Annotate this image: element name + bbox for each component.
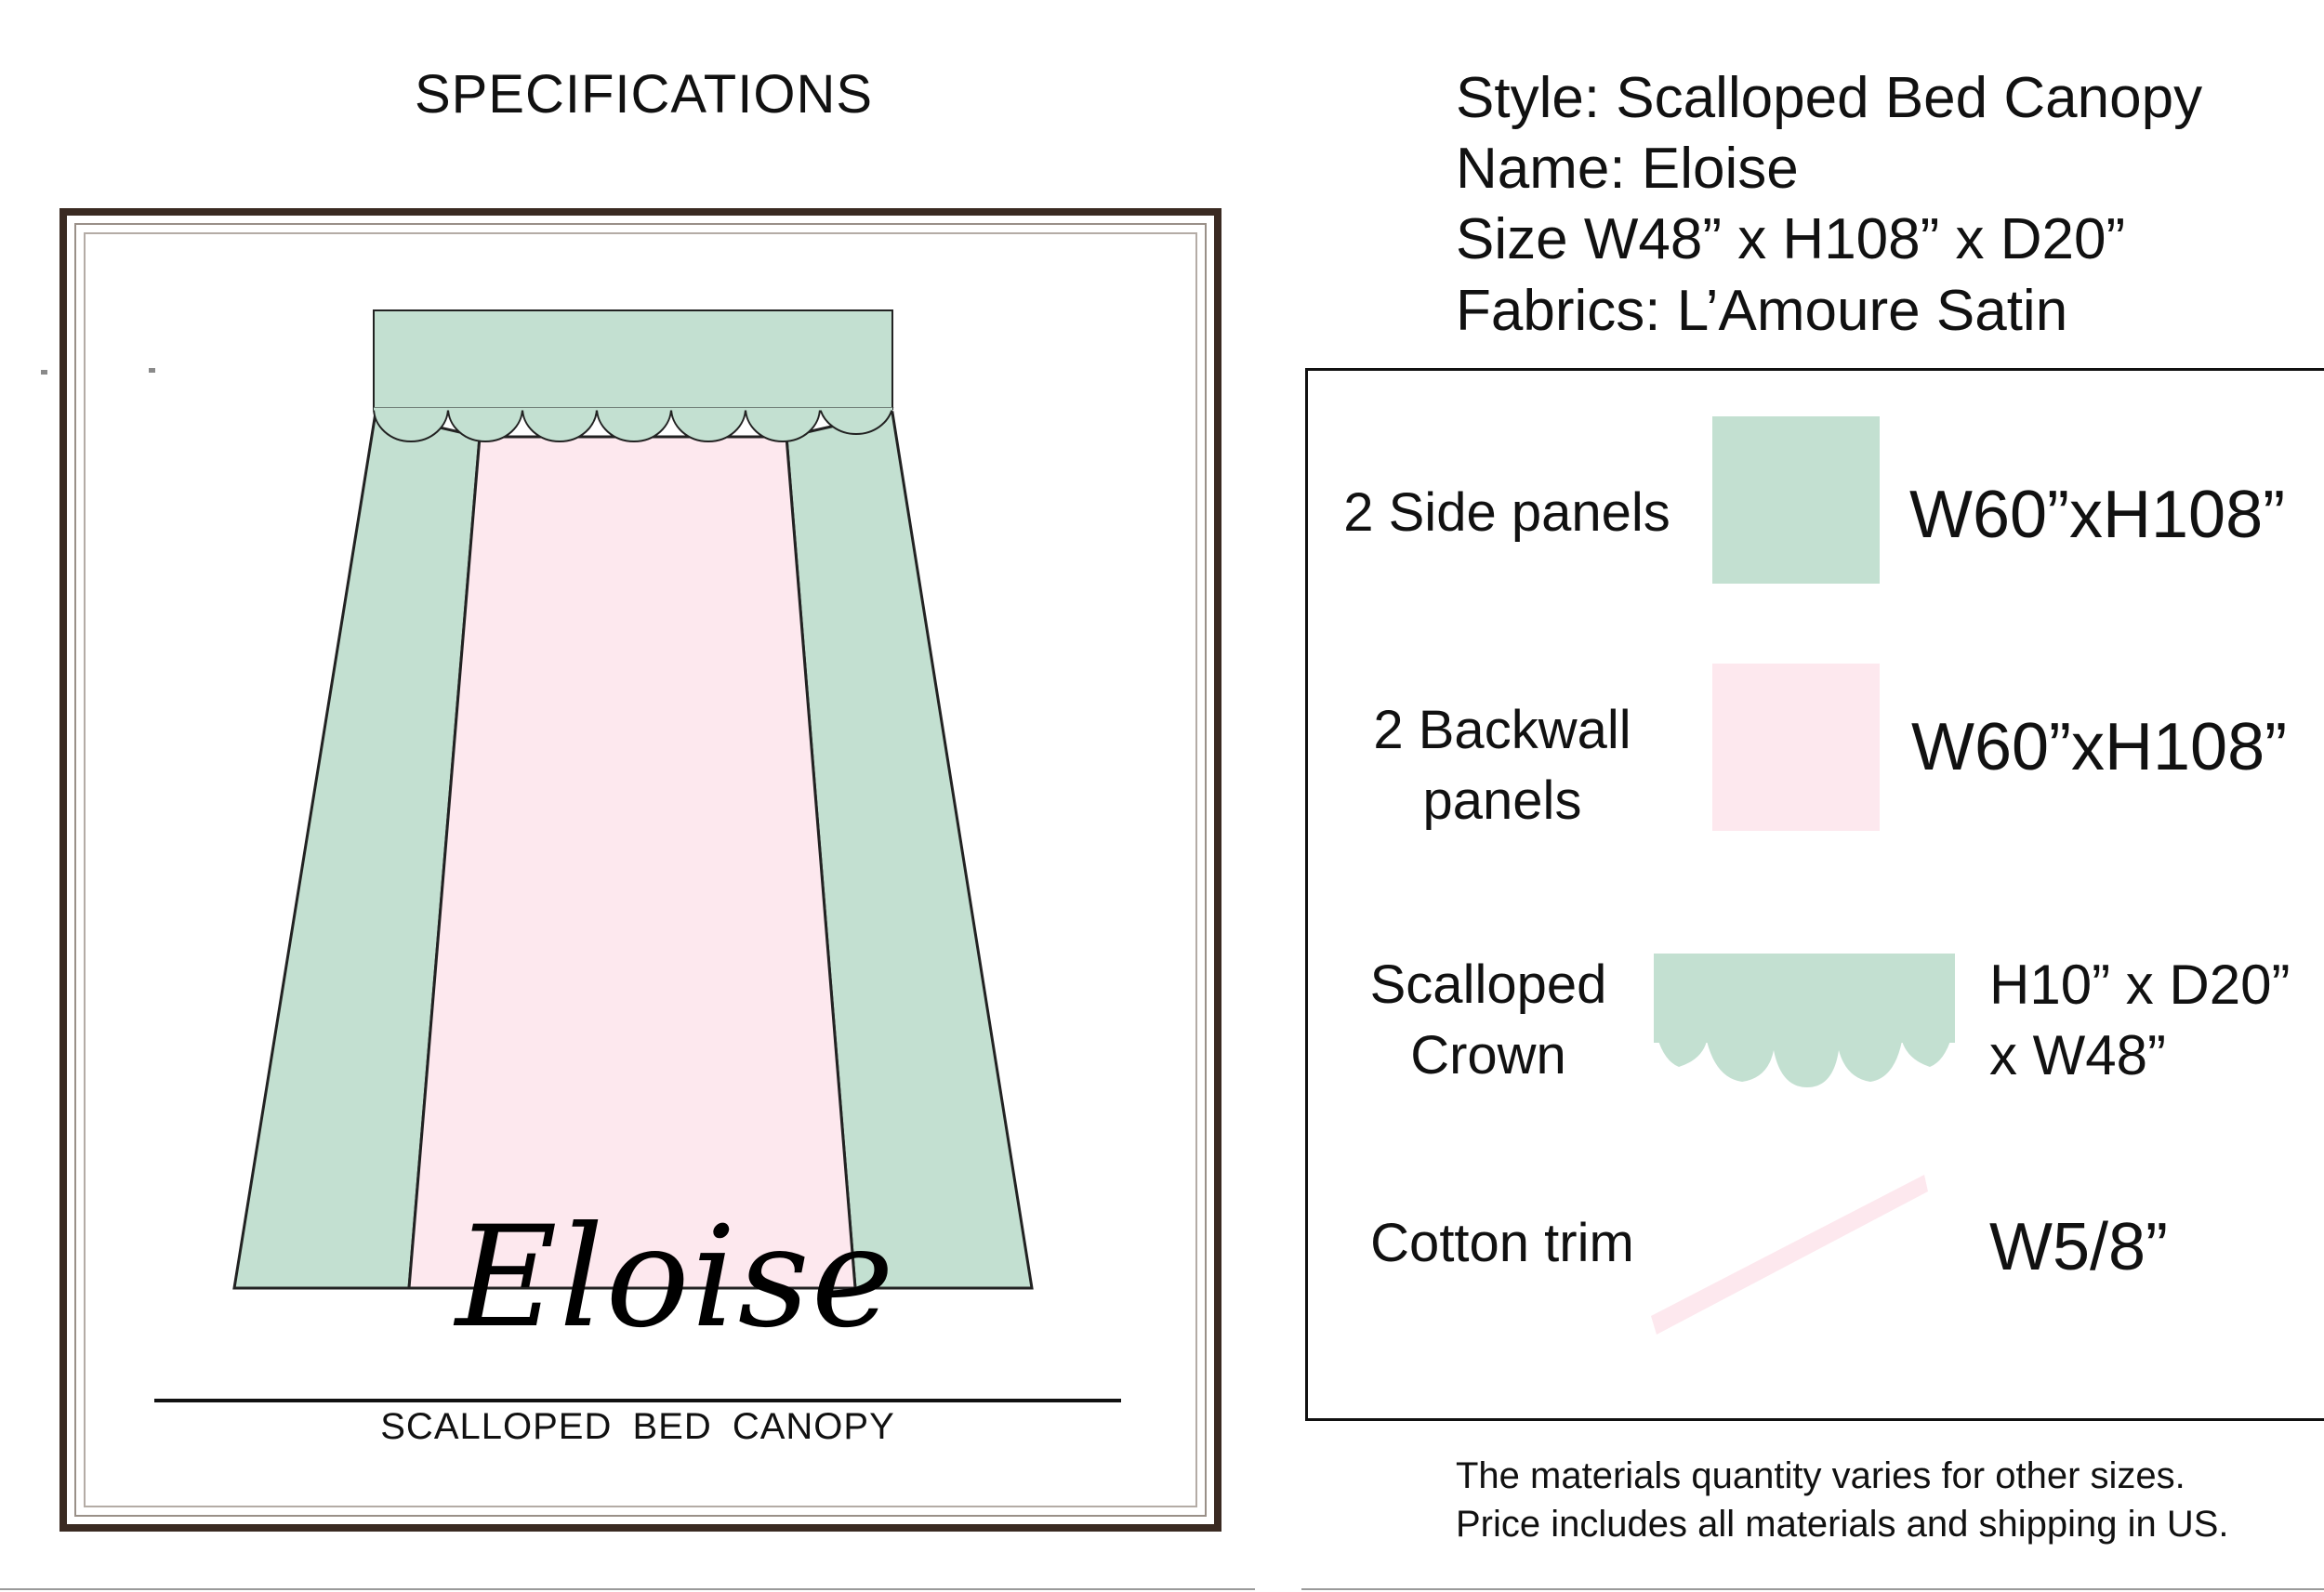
backwall-panels-label-text: 2 Backwall panels: [1373, 700, 1631, 831]
side-panels-swatch: [1712, 416, 1880, 584]
materials-table: [1305, 368, 2324, 1421]
caption-rule: [154, 1399, 1121, 1402]
canopy-backwall-panel: [407, 435, 857, 1290]
scalloped-crown-dimension: H10” x D20” x W48”: [1989, 950, 2324, 1091]
backwall-panels-dimension: W60”xH108”: [1911, 710, 2288, 784]
style-line: Style: Scalloped Bed Canopy: [1456, 66, 2203, 130]
illustration-frame: [59, 208, 1221, 1532]
backwall-panels-label: 2 Backwall panels: [1316, 695, 1688, 836]
canopy-illustration: [232, 309, 1034, 1290]
note-quantity: The materials quantity varies for other …: [1456, 1455, 2185, 1496]
bottom-rule-right: [1301, 1588, 2324, 1590]
scalloped-crown-label: Scalloped Crown: [1335, 950, 1642, 1091]
specifications-heading: SPECIFICATIONS: [414, 64, 874, 125]
stray-mark: [41, 370, 47, 375]
note-price: Price includes all materials and shippin…: [1456, 1504, 2229, 1545]
backwall-panels-swatch: [1712, 664, 1880, 831]
cotton-trim-label: Cotton trim: [1370, 1213, 1634, 1273]
frame-inner-border-2: [84, 232, 1197, 1507]
fabrics-line: Fabrics: L’Amoure Satin: [1456, 279, 2068, 343]
name-line: Name: Eloise: [1456, 137, 1799, 201]
scalloped-crown-swatch: [1654, 954, 1955, 1087]
side-panels-dimension: W60”xH108”: [1909, 478, 2286, 552]
frame-inner-border: [74, 223, 1207, 1517]
side-panels-label: 2 Side panels: [1343, 482, 1670, 543]
cotton-trim-swatch: [1651, 1175, 1928, 1335]
canopy-crown-scallops: [372, 407, 894, 442]
stray-mark: [149, 368, 155, 373]
scalloped-crown-label-text: Scalloped Crown: [1369, 954, 1607, 1085]
eloise-script-title: Eloise: [456, 1197, 896, 1359]
scalloped-crown-dimension-text: H10” x D20” x W48”: [1989, 954, 2291, 1086]
cotton-trim-dimension: W5/8”: [1989, 1210, 2169, 1284]
canopy-crown: [373, 309, 893, 410]
illustration-caption: SCALLOPED BED CANOPY: [380, 1406, 895, 1447]
bottom-rule-left: [0, 1588, 1255, 1590]
size-line: Size W48” x H108” x D20”: [1456, 207, 2126, 271]
